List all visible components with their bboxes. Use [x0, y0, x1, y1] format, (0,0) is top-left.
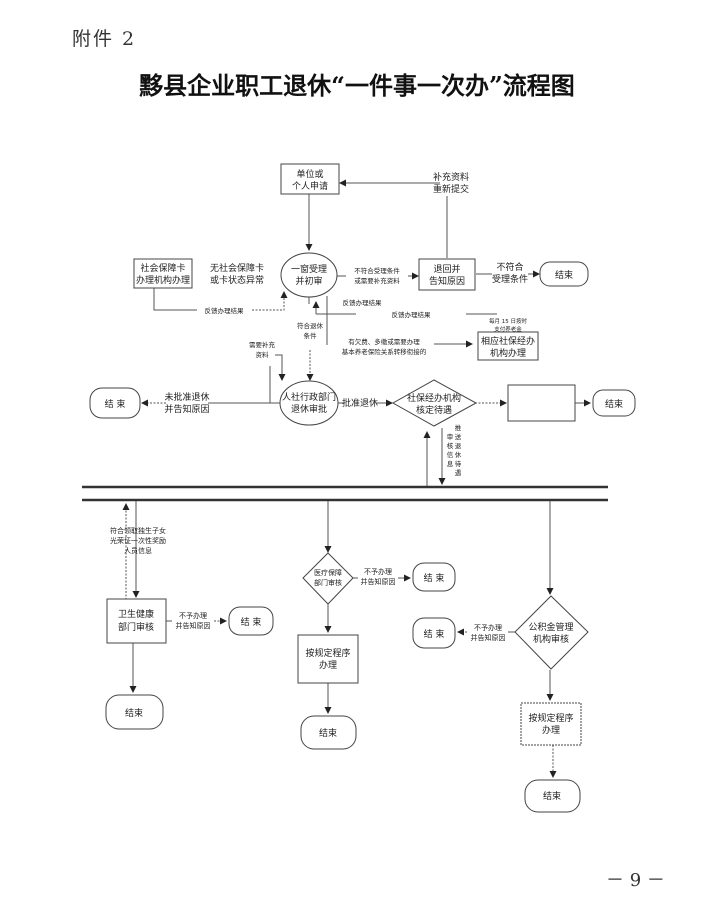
- end-left: [89, 387, 141, 419]
- not-meet-accept-label: 不符合受理条件或需要补充资料: [354, 266, 400, 285]
- arrears-note-label: 有欠费、多缴或需要办理基本养老保险关系转移衔接的: [342, 337, 427, 356]
- end-top-right: [539, 261, 589, 287]
- medical-review-diamond: [302, 552, 354, 605]
- review-info-label: 审核信息: [447, 432, 454, 468]
- ss-verify-diamond: [391, 379, 478, 427]
- monthly-pay-label: 每月 15 日按时支付养老金: [489, 317, 527, 333]
- ss-verify-label: 社保经办机构核定待遇: [407, 392, 461, 416]
- apply-label: 单位或个人申请: [292, 168, 328, 192]
- medical-end-right: [412, 562, 456, 592]
- medical-reject-label: 不予办理并告知原因: [361, 567, 396, 586]
- not-meet-short-label: 不符合受理条件: [492, 261, 528, 285]
- medical-end-label: 结束: [319, 727, 337, 739]
- need-supplement-label: 需要补充资料: [249, 340, 276, 359]
- approve-retire-label: 批准退休: [342, 397, 378, 409]
- end-right-label: 结束: [605, 398, 623, 410]
- no-ss-card-label: 无社会保障卡或卡状态异常: [210, 262, 264, 286]
- related-agency-label: 相应社保经办机构办理: [481, 335, 535, 359]
- medical-process-box: [297, 634, 359, 684]
- fund-review-label: 公积金管理机构审核: [528, 621, 573, 645]
- fund-end-left-label: 结 束: [424, 628, 445, 640]
- medical-end-right-label: 结 束: [424, 572, 445, 584]
- edge-hr-left: [269, 366, 281, 404]
- medical-end: [300, 715, 357, 750]
- health-reject-label: 不予办理并告知原因: [176, 611, 211, 630]
- related-agency-box: [477, 331, 539, 361]
- health-end-right: [228, 606, 274, 636]
- health-end-label: 结束: [125, 707, 143, 719]
- page-title: 黟县企业职工退休“一件事一次办”流程图: [139, 71, 575, 100]
- connectors: [82, 179, 608, 778]
- health-review-box: [106, 598, 167, 644]
- health-review-label: 卫生健康部门审核: [118, 608, 154, 633]
- page-number: － 9 －: [606, 870, 665, 891]
- edge-supplement-hr: [275, 354, 286, 381]
- window-review-label: 一窗受理并初审: [291, 263, 327, 287]
- fund-reject-label: 不予办理并告知原因: [471, 623, 506, 642]
- ss-card-agency-box: [133, 258, 193, 289]
- medical-process-label: 按规定程序办理: [305, 647, 350, 671]
- feedback-2-label: 反馈办理结果: [343, 298, 383, 307]
- apply-box: [280, 163, 340, 195]
- return-notify-box: [418, 258, 476, 291]
- ss-card-agency-label: 社会保障卡办理机构办理: [136, 262, 190, 286]
- fund-process-label: 按规定程序办理: [528, 712, 573, 736]
- window-review-node: [280, 252, 338, 298]
- health-end-right-label: 结 束: [241, 616, 262, 628]
- only-child-info-label: 符合领取独生子女光荣证一次性奖励人员信息: [110, 526, 166, 555]
- return-notify-label: 退回并告知原因: [429, 263, 465, 287]
- edge-sscard-feedback-a: [153, 288, 197, 311]
- fund-end-left: [412, 617, 456, 649]
- hr-approval-label: 人社行政部门退休审批: [282, 391, 336, 415]
- not-approved-label: 未批准退休并告知原因: [164, 391, 209, 415]
- feedback-3-label: 反馈办理结果: [392, 310, 432, 319]
- edge-sscard-feedback-b: [252, 291, 288, 311]
- health-end: [105, 694, 164, 730]
- attachment-label: 附件 2: [72, 28, 137, 50]
- meets-retire-label: 符合退休条件: [297, 321, 324, 340]
- fund-review-diamond: [514, 595, 589, 670]
- fund-end: [524, 779, 581, 813]
- fund-end-label: 结束: [543, 790, 561, 802]
- hr-approval-node: [279, 380, 339, 426]
- push-info-label: 推送退休待遇: [455, 423, 462, 477]
- feedback-1-label: 反馈办理结果: [205, 306, 245, 315]
- blank-box: [507, 384, 576, 422]
- fund-process-box: [520, 702, 582, 746]
- end-top-right-label: 结束: [555, 269, 573, 281]
- medical-review-label: 医疗保障部门审核: [314, 568, 342, 587]
- end-right: [592, 389, 636, 417]
- resubmit-label: 补充资料重新提交: [433, 171, 469, 195]
- end-left-label: 结 束: [105, 398, 126, 410]
